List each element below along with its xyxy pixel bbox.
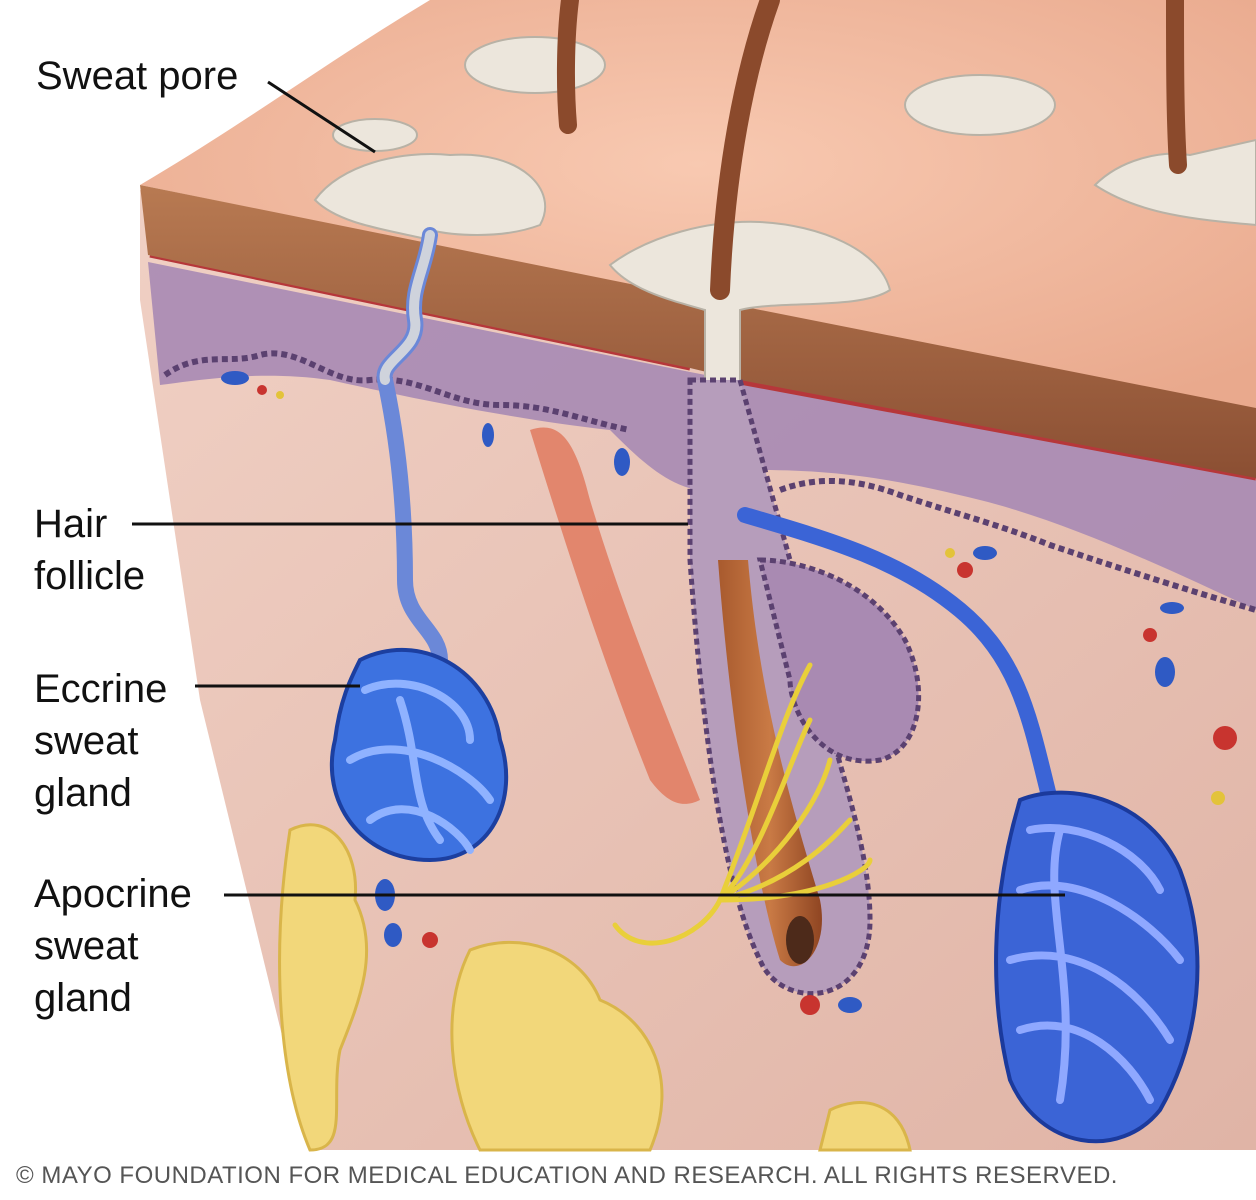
arrector-pili-muscle: [530, 427, 700, 804]
apocrine-gland: [737, 507, 1200, 1144]
leader-lines: [132, 80, 1065, 897]
hair-follicle-label: Hair follicle: [34, 502, 146, 598]
sweat-pore-label: Sweat pore: [36, 54, 239, 98]
eccrine-sweat-gland-label: Eccrine sweat gland: [34, 667, 168, 815]
fat-lobules: [278, 823, 912, 1152]
hairs: [556, 0, 1187, 300]
copyright-notice: © MAYO FOUNDATION FOR MEDICAL EDUCATION …: [16, 1162, 1118, 1189]
nerve-endings: [612, 662, 873, 946]
blood-vessels: [221, 371, 1237, 1015]
apocrine-sweat-gland-label: Apocrine sweat gland: [34, 872, 192, 1020]
sweat-pore-leader: [267, 80, 376, 154]
eccrine-gland: [329, 227, 509, 863]
basement-membrane: [163, 350, 631, 433]
